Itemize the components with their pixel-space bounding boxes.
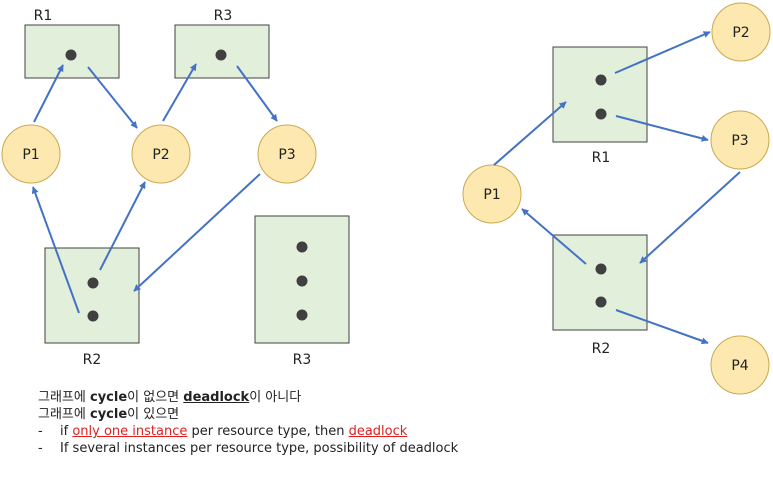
instance-dot (87, 277, 99, 289)
note-text: 그래프에 (38, 390, 90, 405)
process-p4-node (710, 335, 770, 395)
instance-dot (65, 49, 77, 61)
process-p2-node (131, 124, 191, 184)
note-several-instances: - If several instances per resource type,… (38, 440, 458, 457)
bullet-dash: - (38, 424, 43, 439)
edge-p2-to-r3 (162, 63, 197, 122)
instance-dot (595, 263, 607, 275)
right-graph: R1 R2 P1 P2 P3 P4 (462, 2, 771, 395)
resource-r3-label: R3 (214, 8, 233, 24)
edge-r2-to-p1 (31, 186, 80, 314)
resource-r2-label: R2 (592, 341, 611, 357)
edge-r1-to-p2 (614, 31, 711, 74)
instance-dot (595, 108, 607, 120)
resource-r1-label: R1 (592, 150, 611, 166)
note-text: 이 있으면 (127, 407, 180, 422)
process-p3-label: P3 (278, 147, 295, 163)
process-p2-label: P2 (732, 25, 749, 41)
instance-dot (595, 74, 607, 86)
note-keyword-deadlock: deadlock (183, 390, 250, 405)
instance-dot (595, 296, 607, 308)
note-highlight-deadlock: deadlock (348, 424, 408, 439)
process-p3-node (710, 110, 770, 170)
edge-p1-to-r1 (33, 64, 64, 123)
process-p4-label: P4 (731, 358, 748, 374)
resource-r3-standalone-label: R3 (293, 352, 312, 368)
note-text: 이 아니다 (249, 390, 302, 405)
note-keyword-cycle: cycle (89, 407, 128, 422)
edge-r2-to-p2 (99, 181, 146, 271)
note-text: 이 없으면 (127, 390, 184, 405)
edge-p1-to-r1 (493, 101, 567, 166)
edge-p3-to-r2 (639, 171, 741, 264)
resource-r2-label: R2 (83, 352, 102, 368)
process-p2-label: P2 (152, 147, 169, 163)
note-single-instance: - if only one instance per resource type,… (38, 423, 458, 440)
edge-r2-to-p4 (615, 309, 709, 345)
resource-r1-label: R1 (34, 8, 53, 24)
note-text: If several instances per resource type, … (60, 441, 459, 456)
resource-r1-box (552, 46, 648, 143)
edge-r2-to-p1 (521, 208, 587, 265)
instance-dot (296, 241, 308, 253)
resource-r2-box (552, 234, 648, 331)
instance-dot (296, 309, 308, 321)
process-p1-node (1, 124, 61, 184)
bullet-dash: - (38, 441, 43, 456)
process-p3-node (257, 124, 317, 184)
instance-dot (87, 310, 99, 322)
process-p1-node (462, 164, 522, 224)
process-p3-label: P3 (731, 133, 748, 149)
resource-r2-box (44, 247, 140, 344)
instance-dot (215, 49, 227, 61)
note-highlight-single-instance: only one instance (72, 424, 188, 439)
note-keyword-cycle: cycle (89, 390, 128, 405)
note-no-cycle: 그래프에 cycle이 없으면 deadlock이 아니다 (38, 389, 458, 406)
note-has-cycle: 그래프에 cycle이 있으면 (38, 406, 458, 423)
edge-r3-to-p3 (236, 65, 278, 122)
note-text: if (60, 424, 73, 439)
process-p1-label: P1 (483, 187, 500, 203)
process-p1-label: P1 (22, 147, 39, 163)
note-text: per resource type, then (187, 424, 349, 439)
process-p2-node (711, 2, 771, 62)
edge-r1-to-p2 (87, 66, 138, 129)
deadlock-notes: 그래프에 cycle이 없으면 deadlock이 아니다 그래프에 cycle… (38, 389, 458, 457)
left-graph: R1 R3 R2 R3 P1 P2 P3 (1, 8, 350, 368)
note-text: 그래프에 (38, 407, 90, 422)
instance-dot (296, 275, 308, 287)
edge-p3-to-r2 (133, 173, 261, 292)
edge-r1-to-p3 (615, 115, 709, 142)
